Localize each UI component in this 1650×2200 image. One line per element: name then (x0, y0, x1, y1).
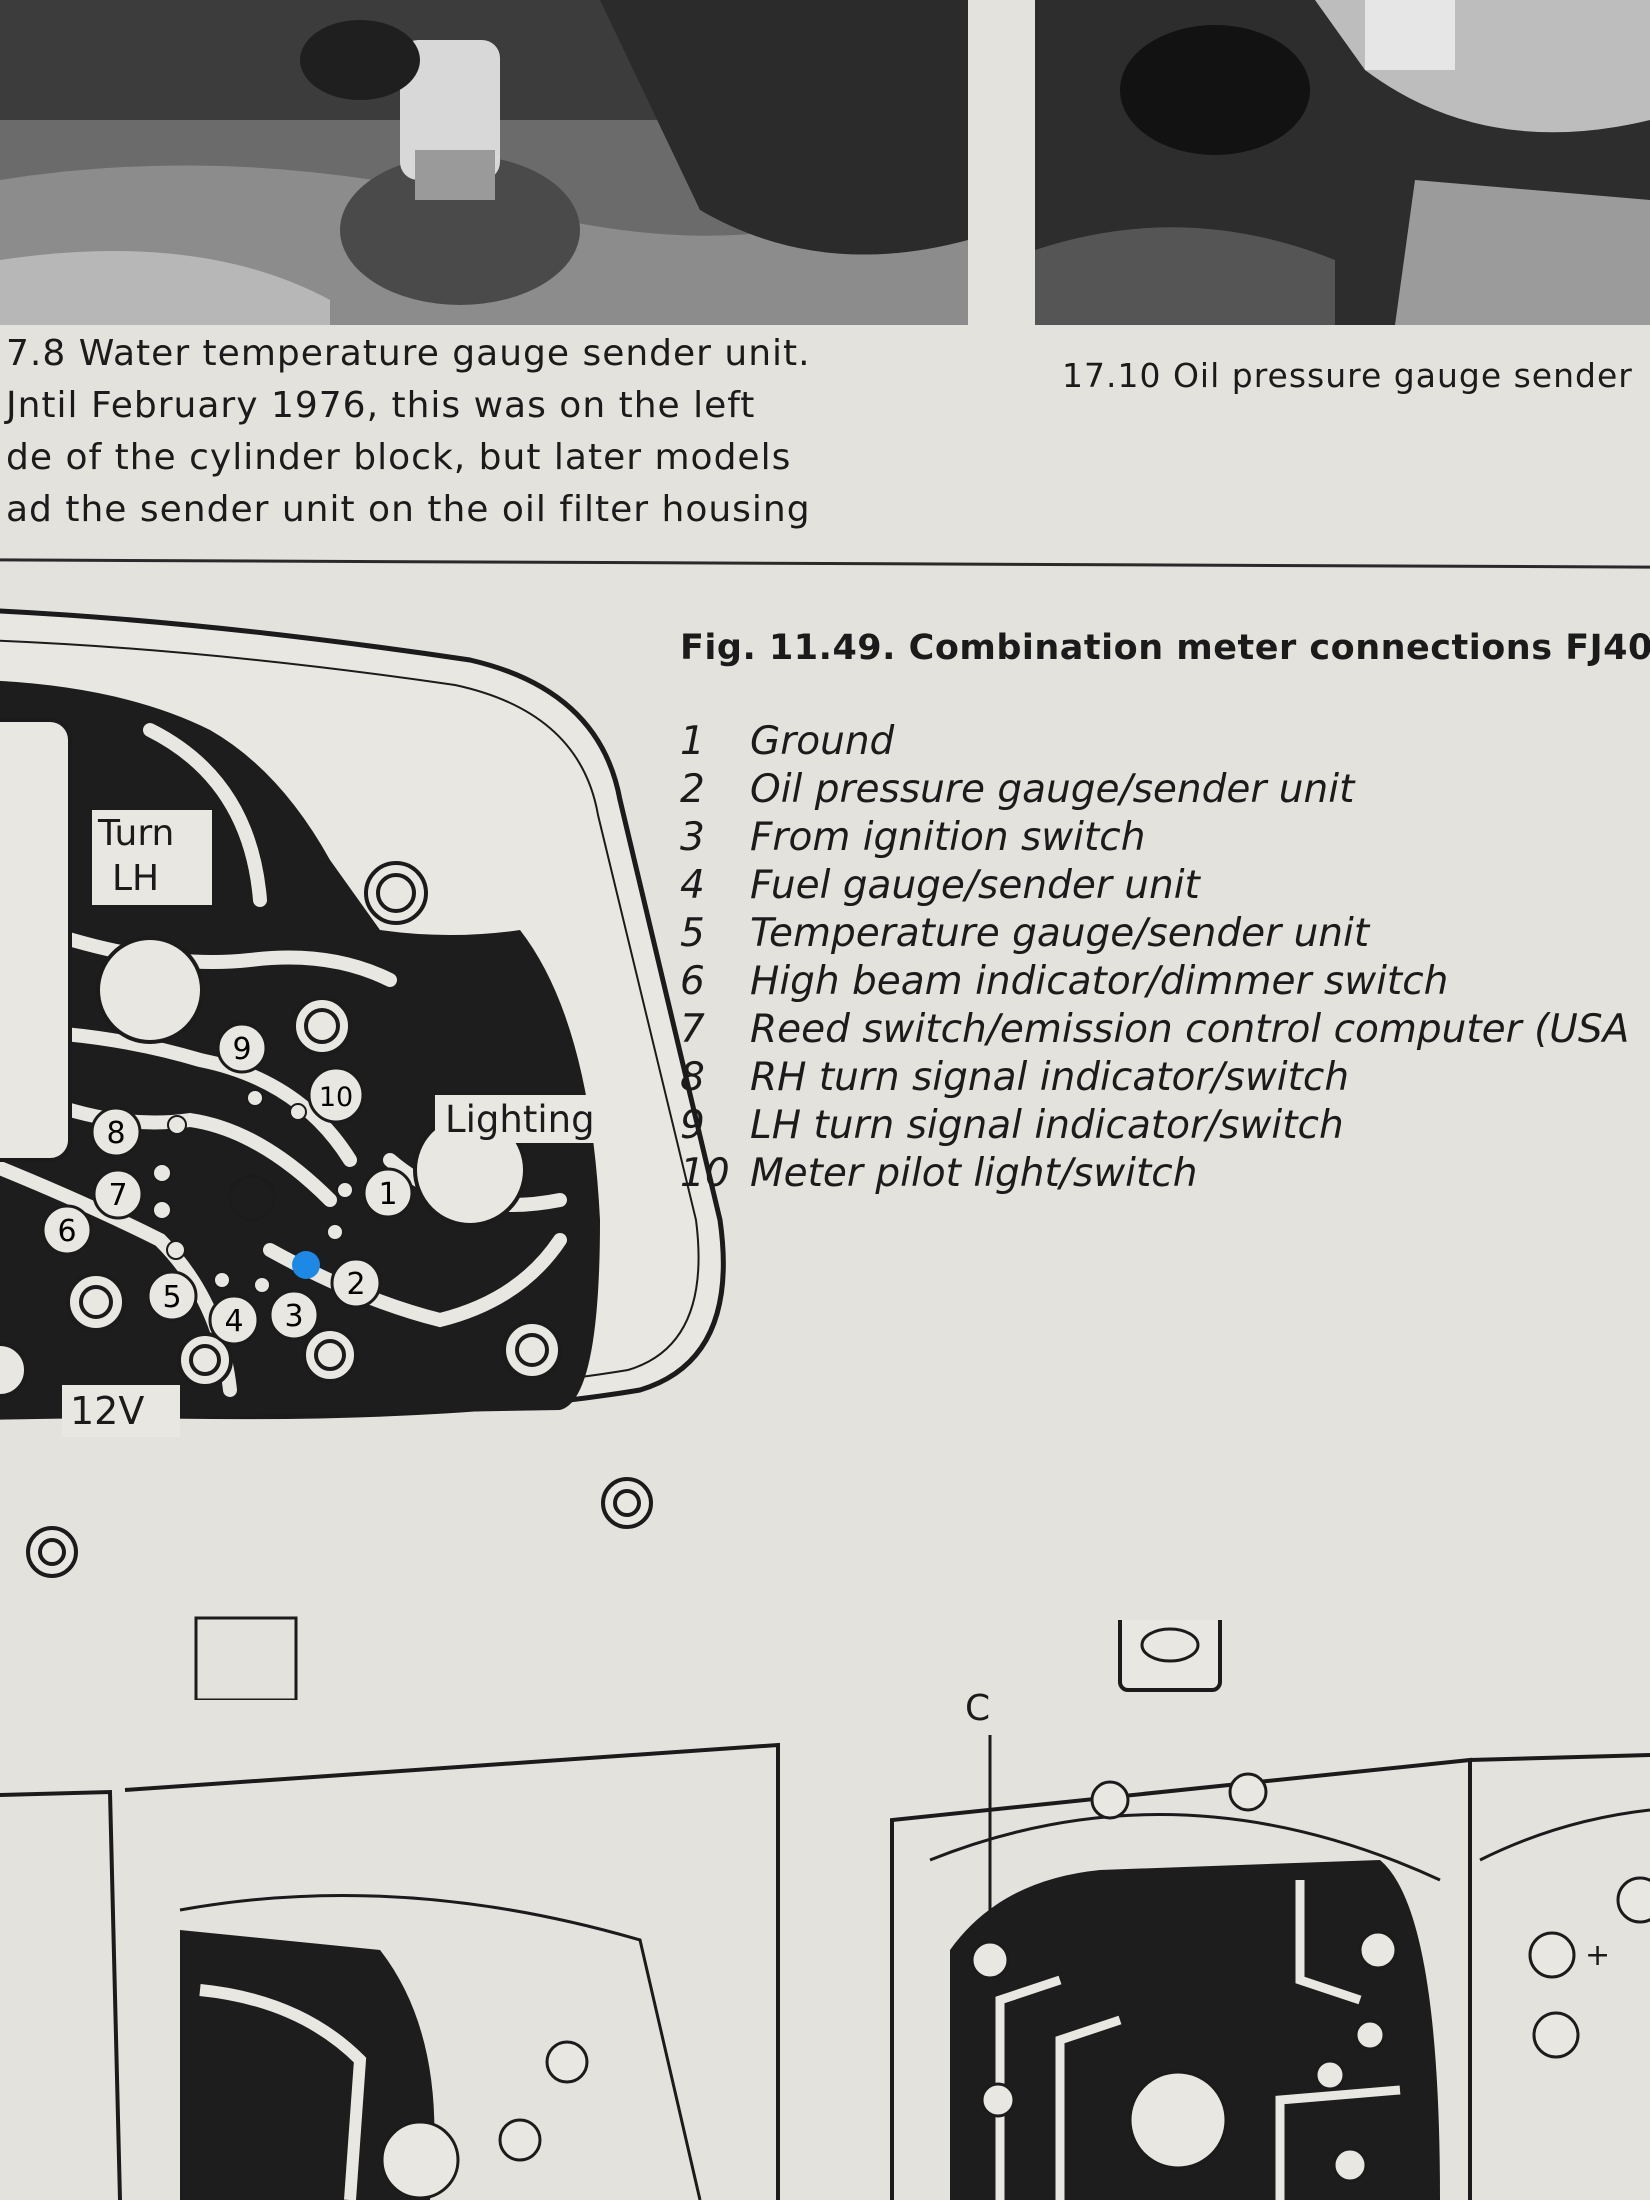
svg-text:5: 5 (162, 1280, 181, 1315)
label-plus: + (1585, 1938, 1610, 1973)
pin-4: 4 (208, 1294, 260, 1346)
caption-line: de of the cylinder block, but later mode… (6, 437, 792, 478)
marker-dot (292, 1251, 320, 1279)
svg-text:7: 7 (108, 1178, 127, 1213)
svg-text:3: 3 (284, 1299, 303, 1334)
pin-6: 6 (41, 1204, 93, 1256)
bottom-meter-diagrams: C + (0, 1620, 1650, 2200)
svg-text:4: 4 (224, 1304, 243, 1339)
photo-oil-pressure-sender (1035, 0, 1650, 325)
section-divider (0, 558, 1650, 569)
svg-text:1: 1 (378, 1177, 397, 1212)
svg-text:2: 2 (346, 1267, 365, 1302)
caption-line: 7.8 Water temperature gauge sender unit. (6, 333, 811, 374)
label-lh: LH (112, 858, 159, 899)
pin-1: 1 (362, 1167, 414, 1219)
photo-water-temp-sender (0, 0, 968, 325)
label-lighting: Lighting (445, 1098, 595, 1141)
caption-water-temp-sender: 7.8 Water temperature gauge sender unit.… (6, 328, 811, 536)
caption-line: Jntil February 1976, this was on the lef… (6, 385, 756, 426)
pin-2: 2 (330, 1257, 382, 1309)
caption-oil-pressure-sender: 17.10 Oil pressure gauge sender (1062, 356, 1633, 395)
svg-text:8: 8 (106, 1116, 125, 1151)
svg-text:10: 10 (319, 1082, 353, 1113)
label-turn: Turn (97, 813, 174, 854)
svg-text:6: 6 (57, 1214, 76, 1249)
pin-3: 3 (268, 1289, 320, 1341)
combination-meter-diagram: Turn LH Lighting 12V 1 2 3 4 5 6 7 8 9 1… (0, 608, 726, 1700)
pin-7: 7 (92, 1168, 144, 1220)
pin-9: 9 (216, 1022, 268, 1074)
pin-10: 10 (307, 1066, 365, 1124)
figure-title: Fig. 11.49. Combination meter connection… (680, 628, 1650, 668)
svg-text:9: 9 (232, 1032, 251, 1067)
caption-line: ad the sender unit on the oil filter hou… (6, 489, 811, 530)
label-c: C (965, 1688, 990, 1729)
pin-5: 5 (146, 1270, 198, 1322)
pin-8: 8 (90, 1106, 142, 1158)
label-12v: 12V (70, 1389, 144, 1433)
